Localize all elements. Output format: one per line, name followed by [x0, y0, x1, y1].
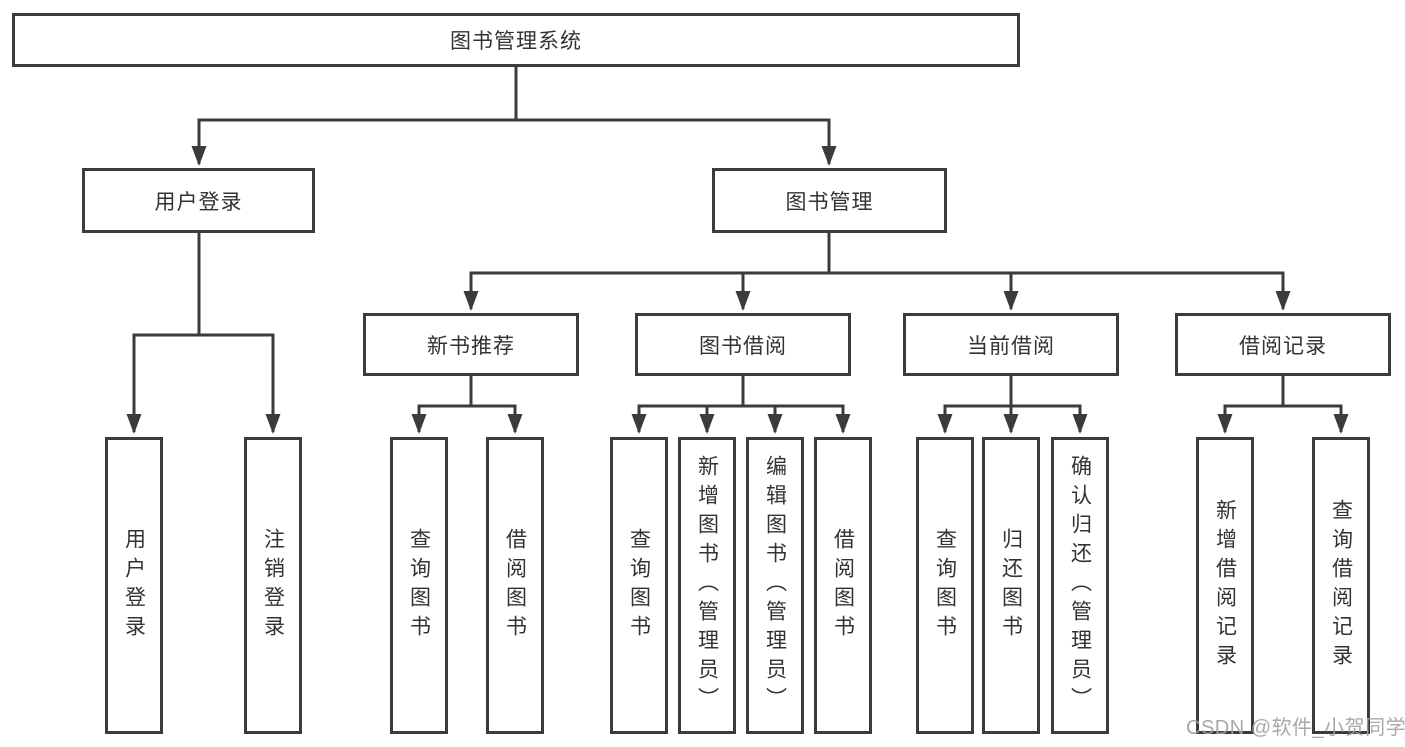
node-borrow-records-label: 借阅记录: [1239, 334, 1327, 358]
node-book-borrow: 图书借阅: [635, 313, 851, 376]
node-return-books-label: 归还图书: [999, 527, 1023, 644]
node-new-book-rec: 新书推荐: [363, 313, 579, 376]
node-add-books-admin: 新增图书（管理员）: [678, 437, 736, 734]
node-logout-leaf: 注销登录: [244, 437, 302, 734]
node-current-borrow: 当前借阅: [903, 313, 1119, 376]
node-borrow-books-borrow: 借阅图书: [814, 437, 872, 734]
node-query-borrow-record: 查询借阅记录: [1312, 437, 1370, 734]
node-user-login-leaf: 用户登录: [105, 437, 163, 734]
node-query-books-current-label: 查询图书: [933, 527, 957, 644]
node-current-borrow-label: 当前借阅: [967, 334, 1055, 358]
node-user-login-leaf-label: 用户登录: [122, 527, 146, 644]
node-borrow-books-rec-label: 借阅图书: [503, 527, 527, 644]
connector-new-book-rec-branch: [417, 374, 517, 408]
connector-book-borrow-branch: [637, 374, 845, 408]
node-edit-books-admin: 编辑图书（管理员）: [746, 437, 804, 734]
node-edit-books-admin-label: 编辑图书（管理员）: [763, 455, 787, 716]
node-add-borrow-record-label: 新增借阅记录: [1213, 498, 1237, 673]
node-add-books-admin-label: 新增图书（管理员）: [695, 455, 719, 716]
node-user-login: 用户登录: [82, 168, 315, 233]
connector-book-mgmt-branch: [469, 231, 1285, 275]
node-borrow-books-rec: 借阅图书: [486, 437, 544, 734]
node-query-books-current: 查询图书: [916, 437, 974, 734]
connector-current-borrow-branch: [943, 374, 1082, 408]
connector-borrow-records-branch: [1223, 374, 1343, 408]
node-book-mgmt-label: 图书管理: [785, 190, 874, 214]
node-book-mgmt: 图书管理: [712, 168, 947, 233]
node-library-system: 图书管理系统: [12, 13, 1020, 67]
connector-user-login-branch: [132, 231, 275, 337]
node-return-books: 归还图书: [982, 437, 1040, 734]
node-query-books-rec: 查询图书: [390, 437, 448, 734]
node-borrow-records: 借阅记录: [1175, 313, 1391, 376]
node-confirm-return-admin: 确认归还（管理员）: [1051, 437, 1109, 734]
node-query-borrow-record-label: 查询借阅记录: [1329, 498, 1353, 673]
connector-root-to-level2: [197, 65, 831, 122]
node-borrow-books-borrow-label: 借阅图书: [831, 527, 855, 644]
node-confirm-return-admin-label: 确认归还（管理员）: [1068, 455, 1092, 716]
csdn-watermark: CSDN @软件_小贺同学: [1186, 717, 1405, 739]
node-book-borrow-label: 图书借阅: [699, 334, 787, 358]
node-add-borrow-record: 新增借阅记录: [1196, 437, 1254, 734]
node-library-system-label: 图书管理系统: [450, 30, 582, 53]
node-query-books-borrow: 查询图书: [610, 437, 668, 734]
node-logout-leaf-label: 注销登录: [261, 527, 285, 644]
node-new-book-rec-label: 新书推荐: [427, 334, 515, 358]
node-query-books-borrow-label: 查询图书: [627, 527, 651, 644]
node-user-login-label: 用户登录: [154, 190, 243, 214]
node-query-books-rec-label: 查询图书: [407, 527, 431, 644]
